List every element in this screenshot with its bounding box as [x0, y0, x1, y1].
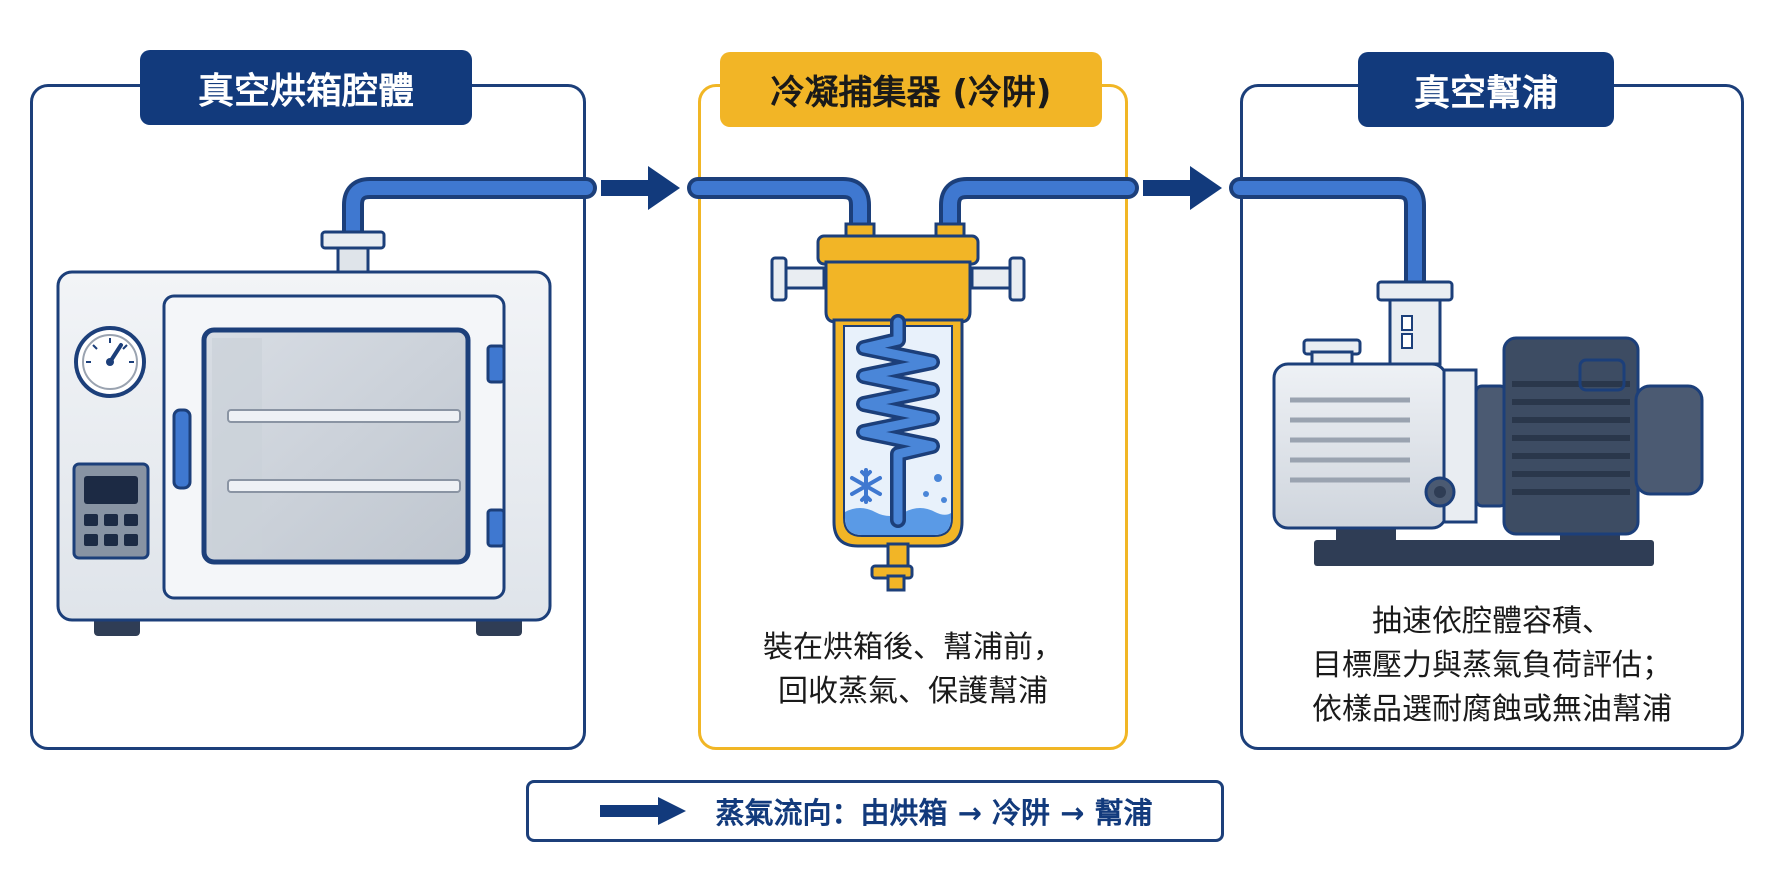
cold-trap-description: 裝在烘箱後、幫浦前， 回收蒸氣、保護幫浦: [700, 626, 1126, 714]
cold-trap-title: 冷凝捕集器 (冷阱): [720, 52, 1102, 127]
vacuum-pump-illustration: [1272, 280, 1704, 566]
cold-trap-illustration: [770, 222, 1026, 592]
flow-legend-text: 蒸氣流向：由烘箱 → 冷阱 → 幫浦: [715, 796, 1153, 830]
pump-title: 真空幫浦: [1358, 52, 1614, 127]
flow-arrow-icon: [1143, 166, 1222, 210]
flow-arrow-icon: [599, 797, 686, 825]
pump-description: 抽速依腔體容積、 目標壓力與蒸氣負荷評估； 依樣品選耐腐蝕或無油幫浦: [1242, 600, 1742, 732]
pump-description-line: 目標壓力與蒸氣負荷評估；: [1312, 648, 1672, 683]
pump-description-line: 抽速依腔體容積、: [1372, 604, 1612, 639]
cold-trap-description-line: 裝在烘箱後、幫浦前，: [763, 630, 1063, 665]
vacuum-oven-illustration: [56, 230, 552, 636]
vacuum-pipe: [342, 177, 1426, 296]
pump-description-line: 依樣品選耐腐蝕或無油幫浦: [1312, 692, 1672, 727]
snowflake-icon: [850, 468, 882, 504]
flow-arrow-icon: [601, 166, 680, 210]
pressure-gauge-icon: [74, 326, 146, 398]
cold-trap-description-line: 回收蒸氣、保護幫浦: [778, 674, 1048, 709]
oven-title: 真空烘箱腔體: [140, 50, 472, 125]
control-panel-icon: [72, 462, 150, 560]
flow-legend: 蒸氣流向：由烘箱 → 冷阱 → 幫浦: [526, 780, 1224, 842]
